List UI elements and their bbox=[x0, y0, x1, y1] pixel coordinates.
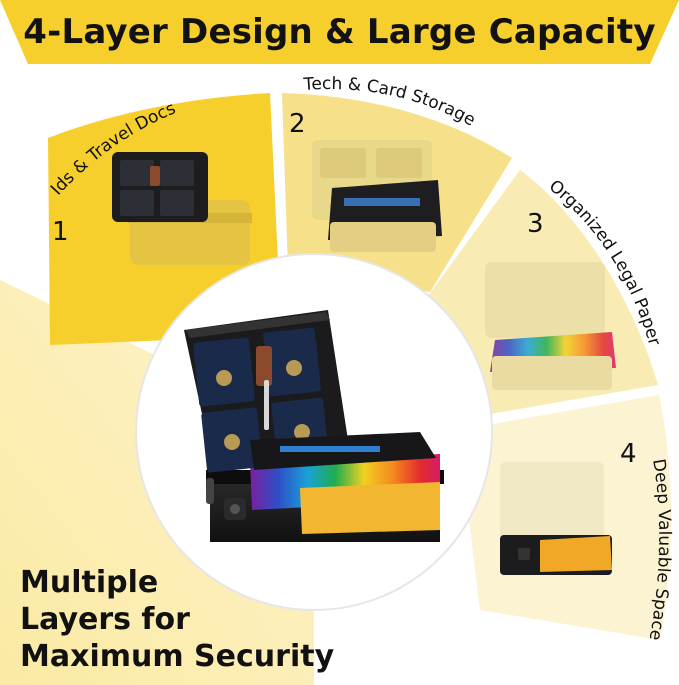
header-banner: 4-Layer Design & Large Capacity bbox=[0, 0, 679, 64]
caption-line-1: Multiple bbox=[20, 565, 159, 600]
thumbnail-layer-3 bbox=[485, 262, 616, 390]
zipper-pull-icon bbox=[206, 478, 214, 504]
banner-strip bbox=[0, 0, 679, 64]
thumbnail-layer-2 bbox=[312, 140, 442, 252]
leather-strap bbox=[256, 346, 272, 386]
product-organizer bbox=[184, 310, 444, 542]
page-title: 4-Layer Design & Large Capacity bbox=[23, 12, 656, 52]
layer-1-number: 1 bbox=[52, 217, 69, 247]
caption-line-3: Maximum Security bbox=[20, 639, 335, 674]
layer-4-number: 4 bbox=[620, 439, 637, 469]
thumbnail-layer-4 bbox=[500, 462, 612, 575]
caption-line-2: Layers for bbox=[20, 602, 190, 637]
caption-block: Multiple Layers for Maximum Security bbox=[20, 564, 334, 675]
pen-icon bbox=[264, 380, 269, 430]
layer-2-number: 2 bbox=[289, 109, 306, 139]
thumbnail-layer-1 bbox=[112, 152, 252, 265]
layer-3-number: 3 bbox=[527, 209, 544, 239]
